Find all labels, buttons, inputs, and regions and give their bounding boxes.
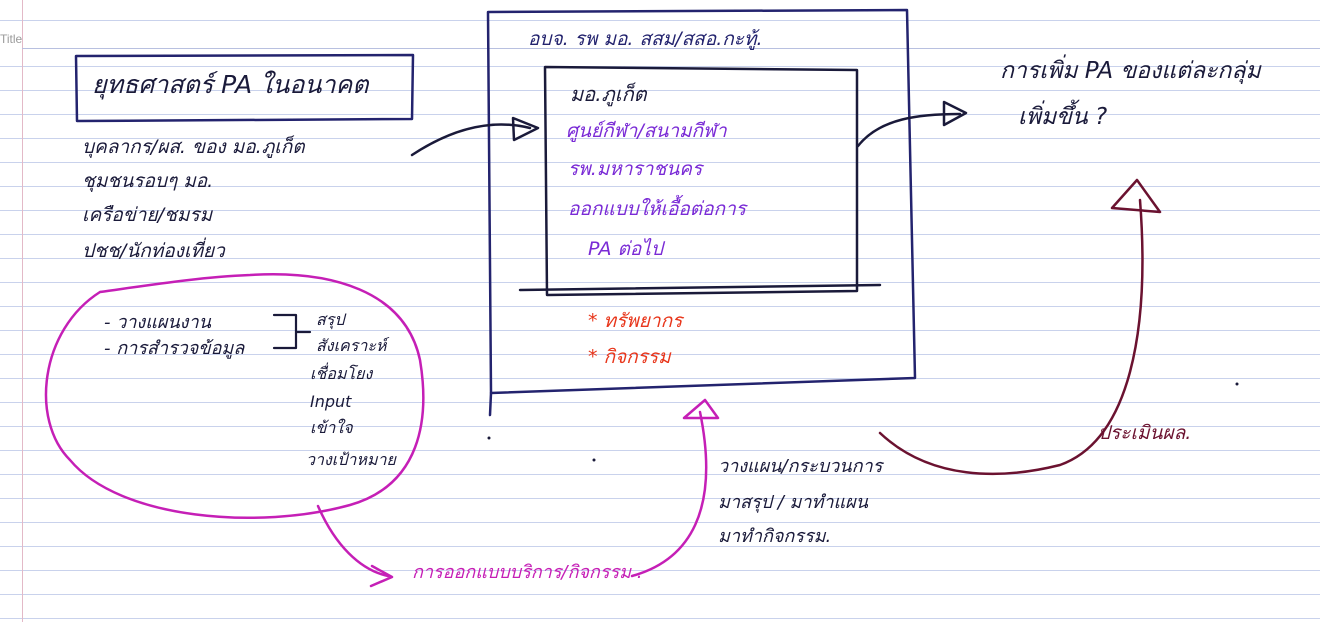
ink-dot	[487, 436, 491, 440]
evaluation-label: ประเมินผล.	[1098, 422, 1192, 444]
magenta-planning-loop	[44, 273, 425, 520]
page-title-placeholder[interactable]: Title	[0, 32, 23, 46]
arrow-box-to-question-head	[942, 100, 968, 127]
magenta-arrow-to-box	[630, 410, 708, 578]
maroon-eval-arrow-head	[1110, 178, 1162, 214]
maroon-eval-arrow	[878, 198, 1144, 476]
left-note-line-4: ปชช/นักท่องเที่ยว	[82, 240, 225, 262]
main-box-heading: อบจ. รพ มอ. สสม/สสอ.กะทู้.	[528, 28, 763, 50]
left-note-line-1: บุคลากร/ผส. ของ มอ.ภูเก็ต	[82, 136, 305, 158]
main-outer-box	[486, 8, 917, 395]
inner-box-bottom-line	[518, 283, 882, 292]
question-line-1: การเพิ่ม PA ของแต่ละกลุ่ม	[1000, 58, 1261, 84]
arrow-left-to-box-head	[511, 116, 540, 142]
arrow-box-to-question	[856, 112, 962, 148]
process-line-1: วางแผน/กระบวนการ	[718, 456, 883, 477]
main-box-left-tail	[488, 391, 493, 417]
magenta-arrow-to-design	[316, 504, 390, 578]
process-line-3: มาทำกิจกรรม.	[718, 526, 832, 547]
circle-subitem-6: วางเป้าหมาย	[306, 450, 396, 469]
inner-box-line-3: ออกแบบให้เอื้อต่อการ	[568, 198, 746, 220]
circle-subitem-4: Input	[310, 392, 352, 411]
inner-box-line-2: รพ.มหาราชนคร	[568, 158, 703, 180]
ink-dot	[1235, 382, 1239, 386]
circle-subitem-3: เชื่อมโยง	[310, 364, 373, 383]
inner-box-line-psu: มอ.ภูเก็ต	[570, 82, 647, 106]
process-line-2: มาสรุป / มาทำแผน	[718, 492, 868, 513]
design-services-label: การออกแบบบริการ/กิจกรรม .	[412, 562, 643, 583]
magenta-arrow-to-box-head	[682, 398, 720, 420]
magenta-arrow-to-design-head	[369, 564, 394, 588]
circle-subitem-5: เข้าใจ	[310, 418, 353, 437]
inner-box	[543, 65, 859, 297]
page-margin-line	[22, 0, 23, 622]
circle-item-1: - วางแผนงาน	[104, 312, 211, 333]
inner-box-line-1: ศูนย์กีฬา/สนามกีฬา	[566, 120, 727, 142]
bracket	[272, 313, 312, 350]
circle-item-2: - การสำรวจข้อมูล	[104, 338, 245, 359]
circle-subitem-2: สังเคราะห์	[316, 336, 387, 355]
inner-box-line-4: PA ต่อไป	[588, 238, 663, 260]
question-line-2: เพิ่มขึ้น ?	[1018, 104, 1108, 130]
red-item-activities: * กิจกรรม	[588, 346, 671, 368]
left-box-heading: ยุทธศาสตร์ PA ในอนาคต	[92, 70, 369, 99]
left-heading-box	[74, 53, 415, 123]
ink-dot	[592, 458, 596, 462]
left-note-line-3: เครือข่าย/ชมรม	[82, 204, 213, 226]
arrow-left-to-box	[410, 123, 532, 157]
red-item-resources: * ทรัพยากร	[588, 310, 683, 332]
circle-subitem-1: สรุป	[316, 310, 345, 329]
left-note-line-2: ชุมชนรอบๆ มอ.	[82, 170, 214, 192]
title-underline	[22, 48, 1320, 49]
